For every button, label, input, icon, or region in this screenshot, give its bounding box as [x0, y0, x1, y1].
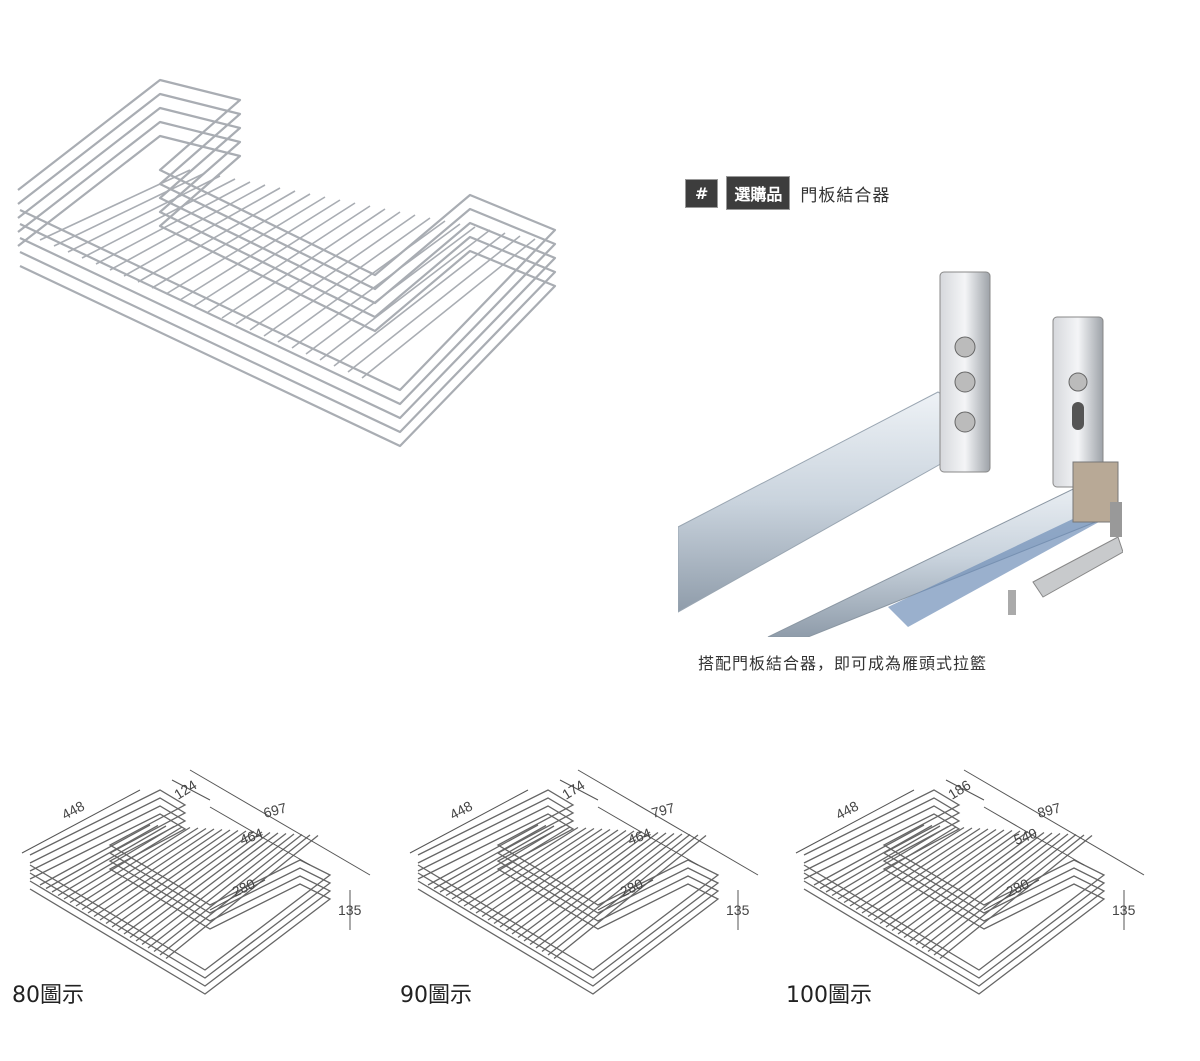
- optional-item-badge: 選購品: [726, 176, 791, 210]
- basket-line-drawing: 448 124 697 464 280 135: [21, 769, 371, 995]
- diagram-label: 100圖示: [786, 983, 872, 1008]
- dimension-diagram-3: 448 186 897 540 280 135 100圖示: [784, 765, 1164, 1025]
- diagram-label: 90圖示: [400, 983, 472, 1008]
- dim-inner-length: 540: [1012, 825, 1040, 848]
- dim-height: 135: [1112, 902, 1136, 918]
- dim-total-length: 797: [650, 799, 677, 821]
- dimension-diagram-2: 448 174 797 464 280 135 90圖示: [398, 765, 778, 1025]
- dim-inner-length: 464: [238, 825, 266, 848]
- dimension-diagram-1: 448 124 697 464 280 135 80圖示: [10, 765, 390, 1025]
- dim-total-length: 697: [262, 799, 289, 821]
- dim-width: 448: [833, 797, 861, 822]
- dim-inner-length: 464: [626, 825, 654, 848]
- basket-line-drawing: 448 174 797 464 280 135: [409, 769, 759, 995]
- diagram-label: 80圖示: [12, 983, 84, 1008]
- dim-total-length: 897: [1036, 799, 1063, 821]
- door-connector-photo: [678, 271, 1123, 637]
- accessory-caption: 搭配門板結合器，即可成為雁頭式拉籃: [698, 654, 988, 673]
- basket-line-drawing: 448 186 897 540 280 135: [795, 769, 1145, 995]
- accessory-title: 門板結合器: [800, 185, 891, 206]
- dim-opening: 280: [618, 875, 646, 899]
- dim-opening: 280: [230, 875, 258, 899]
- hash-badge: #: [685, 178, 719, 208]
- optional-accessory-header: # 選購品 門板結合器: [685, 176, 891, 210]
- dim-height: 135: [338, 902, 362, 918]
- dim-opening: 280: [1004, 875, 1032, 899]
- dim-width: 448: [447, 797, 475, 822]
- dim-width: 448: [59, 797, 87, 822]
- dim-height: 135: [726, 902, 750, 918]
- basket-product-photo: [17, 78, 557, 448]
